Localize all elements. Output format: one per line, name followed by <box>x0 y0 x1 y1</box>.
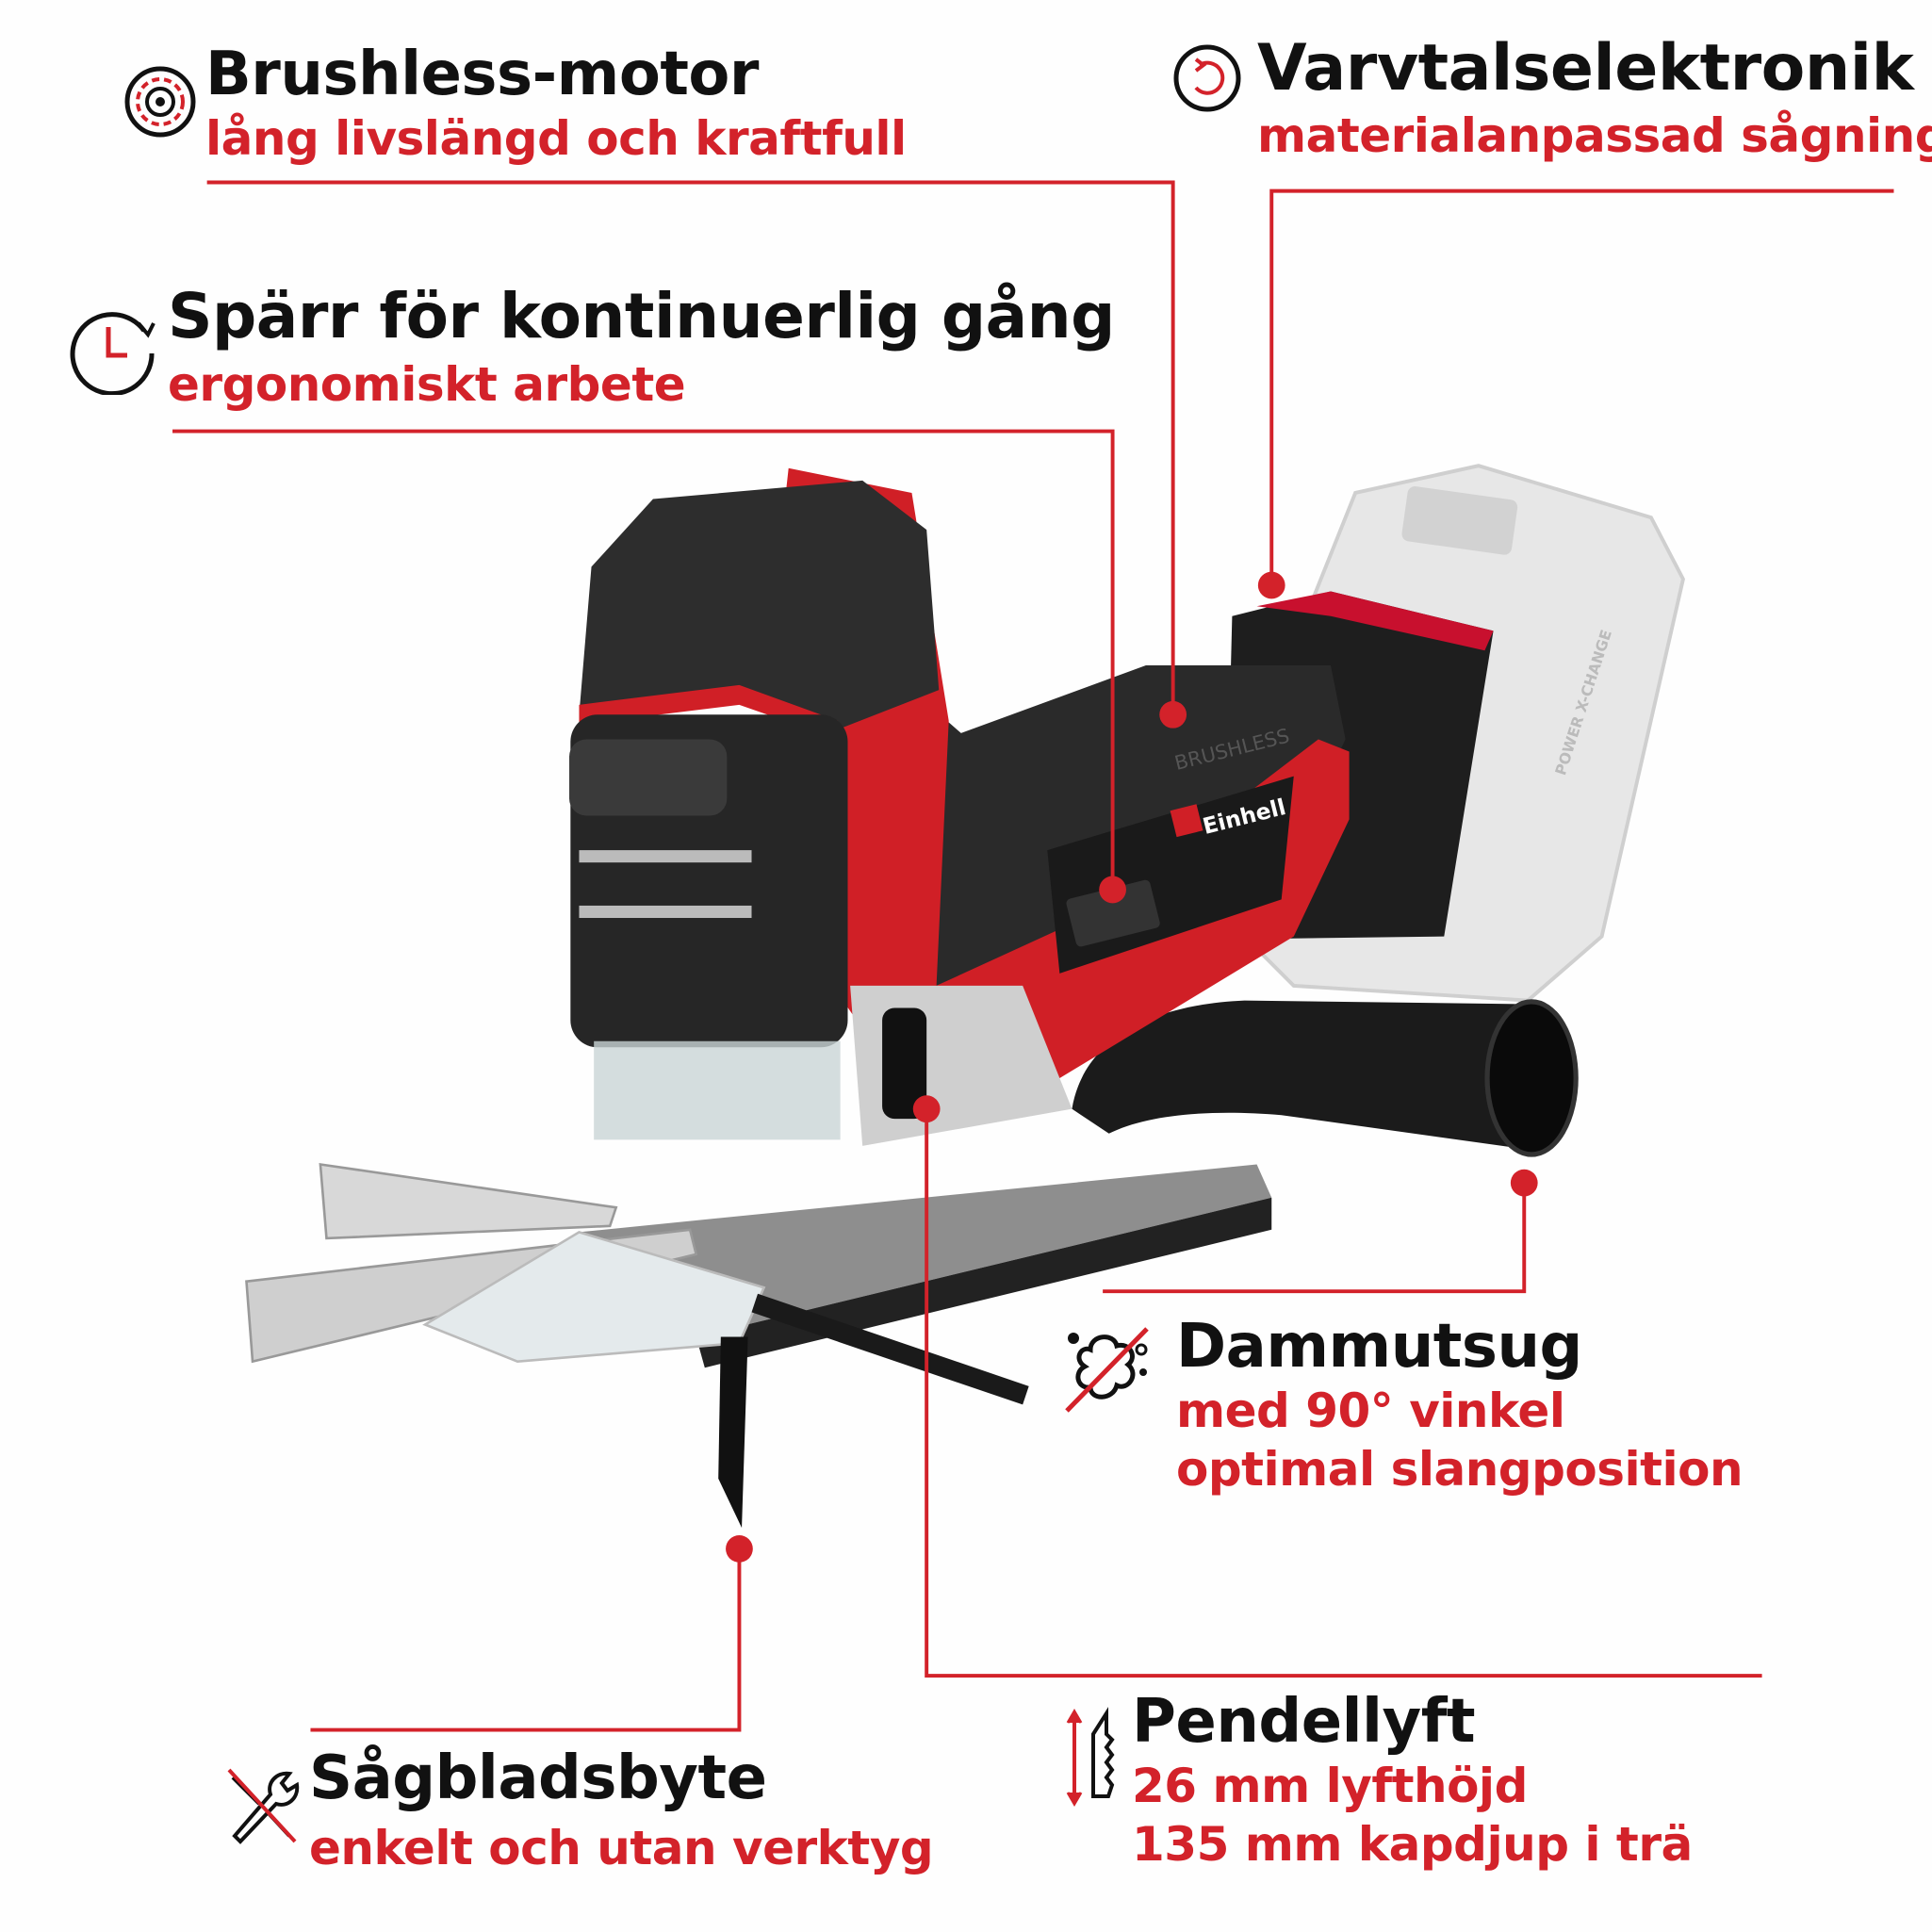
feature-dust-extraction: Dammutsug med 90° vinkel optimal slangpo… <box>1176 1312 1744 1498</box>
callout-lines <box>172 180 1894 1732</box>
brand-badge <box>1170 804 1203 838</box>
circle-guide-clear <box>422 1230 766 1364</box>
feature-title: Spärr för kontinuerlig gång <box>168 280 1115 352</box>
callout-dot-blade <box>726 1535 753 1563</box>
feature-subtitle: med 90° vinkel <box>1176 1384 1565 1438</box>
feature-title: Varvtalselektronik <box>1257 31 1914 106</box>
speed-switch <box>1066 879 1160 947</box>
feature-subtitle: 135 mm kapdjup i trä <box>1132 1817 1693 1872</box>
rotation-arrow-icon <box>1173 44 1241 112</box>
callout-line-speed <box>1269 188 1894 586</box>
feature-pendulum-action: Pendellyft 26 mm lyfthöjd 135 mm kapdjup… <box>1132 1687 1693 1874</box>
callout-line-blade <box>310 1548 742 1732</box>
callout-line-dust <box>1103 1183 1527 1294</box>
ruler <box>751 1293 1029 1405</box>
motor-icon <box>124 66 196 138</box>
head-red-stripe <box>579 684 839 740</box>
feature-subtitle: ergonomiskt arbete <box>168 357 686 412</box>
feature-subtitle: materialanpassad sågning <box>1257 108 1932 163</box>
feature-title: Pendellyft <box>1132 1687 1476 1757</box>
callout-line-brushless <box>206 180 1175 715</box>
feature-continuous-lock: Spärr för kontinuerlig gång ergonomiskt … <box>168 278 1115 414</box>
callout-dot-dust <box>1510 1169 1538 1197</box>
clock-icon <box>70 312 156 395</box>
callout-dot-brushless <box>1159 700 1187 729</box>
motor-head-top <box>579 480 940 729</box>
vent-stripe <box>579 850 752 863</box>
feature-subtitle: lång livslängd och kraftfull <box>205 111 907 166</box>
callout-dot-pendulum <box>912 1095 941 1123</box>
callout-line-pendulum <box>925 1108 1762 1678</box>
feature-blade-change: Sågbladsbyte enkelt och utan verktyg <box>309 1744 934 1877</box>
saw-blade <box>718 1336 748 1529</box>
callout-dot-lock <box>1099 876 1126 904</box>
feature-speed-electronics: Varvtalselektronik materialanpassad sågn… <box>1257 31 1932 165</box>
callout-dot-speed <box>1257 571 1285 599</box>
wrench-crossed-icon <box>227 1768 300 1844</box>
blade-guard <box>594 1040 841 1140</box>
pendulum-lever <box>882 1007 927 1120</box>
feature-subtitle: 26 mm lyfthöjd <box>1132 1759 1528 1813</box>
feature-title: Sågbladsbyte <box>309 1744 767 1813</box>
battery-indicator <box>1401 486 1518 555</box>
dust-port-opening <box>1484 999 1579 1157</box>
grip-pad <box>569 739 728 816</box>
feature-subtitle: optimal slangposition <box>1176 1442 1744 1497</box>
connector-red-trim <box>1256 591 1494 651</box>
guide-rail-upper <box>319 1162 618 1240</box>
dust-crossed-icon <box>1065 1327 1149 1413</box>
feature-title: Dammutsug <box>1176 1312 1582 1382</box>
feature-brushless-motor: Brushless-motor lång livslängd och kraft… <box>205 40 907 168</box>
vent-stripe <box>579 905 752 919</box>
dust-extraction-tube <box>1072 1000 1547 1153</box>
blade-lift-icon <box>1066 1707 1115 1807</box>
callout-line-lock <box>172 429 1115 890</box>
feature-title: Brushless-motor <box>205 40 759 109</box>
feature-subtitle: enkelt och utan verktyg <box>309 1821 934 1875</box>
